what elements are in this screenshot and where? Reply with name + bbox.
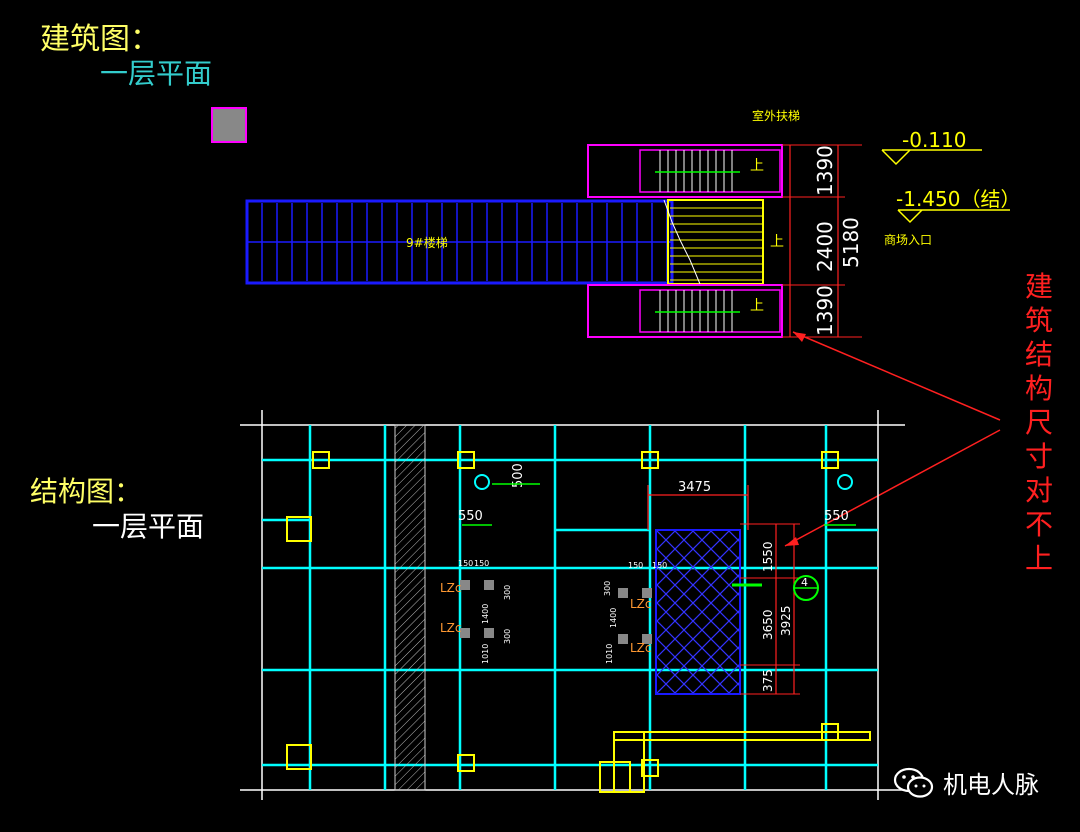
dim-3925: 3925: [779, 605, 793, 636]
architectural-plan: 9#楼梯 上 上 上 室外扶梯 1390 2400 1390 5180 -0: [245, 108, 1020, 338]
dim-1390-bottom: 1390: [813, 285, 837, 336]
entrance-label: 商场入口: [884, 232, 932, 247]
lz-group-left: LZc LZc 150 150 300 1400 300 1010: [440, 559, 512, 664]
structure-subtitle: 一层平面: [92, 510, 205, 543]
gray-marker: [211, 107, 247, 143]
lz-label-1: LZc: [440, 581, 462, 595]
level-minus-0110: -0.110: [902, 128, 966, 152]
watermark: 机电人脉: [893, 765, 1039, 800]
columns: [286, 451, 839, 777]
wechat-icon: [893, 767, 934, 798]
dim-5180: 5180: [839, 217, 863, 268]
outdoor-escalator-top: [587, 144, 783, 198]
architecture-title: 建筑图：: [40, 22, 160, 57]
axis-4-label: 4: [801, 576, 808, 589]
lz-group-right: LZc LZc 150 150 300 1400 1010: [603, 561, 667, 664]
small-dim-150d: 150: [652, 561, 667, 570]
architecture-subtitle: 一层平面: [100, 57, 213, 90]
watermark-text: 机电人脉: [943, 771, 1039, 799]
dim-550-right: 550: [824, 509, 849, 524]
level-minus-1450: -1.450（结）: [896, 187, 1020, 211]
structural-plan: 3475 1550 3650 3925 375 4 550 550 500 LZ…: [240, 410, 905, 800]
dim-3475: 3475: [678, 480, 711, 495]
dim-550-left: 550: [458, 509, 483, 524]
small-dim-1400b: 1400: [609, 608, 618, 628]
outdoor-stair-label: 室外扶梯: [752, 108, 800, 123]
hatched-wall: [394, 424, 426, 791]
dim-1390-top: 1390: [813, 145, 837, 196]
small-dim-300a: 300: [503, 585, 512, 600]
middle-stair: [667, 199, 764, 285]
lz-label-4: LZc: [630, 641, 652, 655]
stair-9-label: 9#楼梯: [406, 235, 448, 250]
lz-label-3: LZc: [630, 597, 652, 611]
leader-line-struct: [784, 429, 1001, 547]
small-dim-150b: 150: [474, 559, 489, 568]
small-dim-150c: 150: [628, 561, 643, 570]
structure-title: 结构图：: [30, 475, 143, 508]
lz-label-2: LZc: [440, 621, 462, 635]
leader-line-arch: [792, 331, 1001, 421]
mismatch-note: 建筑结构尺寸对不上: [1024, 270, 1053, 575]
small-dim-1400a: 1400: [481, 604, 490, 624]
up-label-bottom: 上: [750, 298, 764, 314]
small-dim-1010b: 1010: [605, 644, 614, 664]
small-dim-150a: 150: [458, 559, 473, 568]
small-dim-300b: 300: [503, 629, 512, 644]
stair-9-treads: [247, 203, 672, 281]
dim-375: 375: [761, 669, 775, 692]
up-label-top: 上: [750, 158, 764, 174]
outdoor-escalator-bottom: [587, 284, 783, 338]
dim-2400: 2400: [813, 221, 837, 272]
dim-500: 500: [511, 463, 526, 488]
small-dim-1010a: 1010: [481, 644, 490, 664]
small-dim-300c: 300: [603, 581, 612, 596]
escalator-shaft: [655, 529, 741, 695]
up-label-middle: 上: [770, 234, 784, 250]
dim-3650: 3650: [761, 609, 775, 640]
dim-1550: 1550: [761, 541, 775, 572]
